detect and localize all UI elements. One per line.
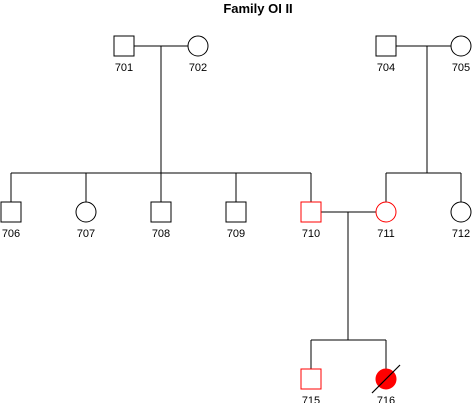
individual-701-square	[113, 35, 135, 57]
individual-711-circle	[375, 201, 397, 223]
pedigree-title: Family OI II	[223, 1, 292, 16]
individual-label-709: 709	[227, 228, 245, 240]
individual-707-circle	[75, 201, 97, 223]
deceased-slash-716	[371, 364, 401, 394]
individual-712-circle	[450, 201, 472, 223]
individual-label-702: 702	[189, 62, 207, 74]
individual-715-square	[300, 368, 322, 390]
individual-label-712: 712	[452, 228, 470, 240]
individual-706-square	[0, 201, 22, 223]
individual-label-707: 707	[77, 228, 95, 240]
individual-label-708: 708	[152, 228, 170, 240]
individual-705-circle	[450, 35, 472, 57]
individual-labels: 701 702 704 705 706 707 708 709 710 711 712 715 716	[2, 62, 470, 403]
individual-label-715: 715	[302, 395, 320, 403]
individual-label-705: 705	[452, 62, 470, 74]
individual-label-716: 716	[377, 395, 395, 403]
relationship-lines	[10, 45, 462, 369]
individual-label-704: 704	[377, 62, 395, 74]
individual-708-square	[150, 201, 172, 223]
individual-label-711: 711	[377, 228, 395, 240]
individual-label-706: 706	[2, 228, 20, 240]
individual-704-square	[375, 35, 397, 57]
individual-710-square	[300, 201, 322, 223]
individual-symbols	[0, 35, 472, 394]
individual-label-701: 701	[115, 62, 133, 74]
individual-label-710: 710	[302, 228, 320, 240]
individual-709-square	[225, 201, 247, 223]
individual-702-circle	[187, 35, 209, 57]
